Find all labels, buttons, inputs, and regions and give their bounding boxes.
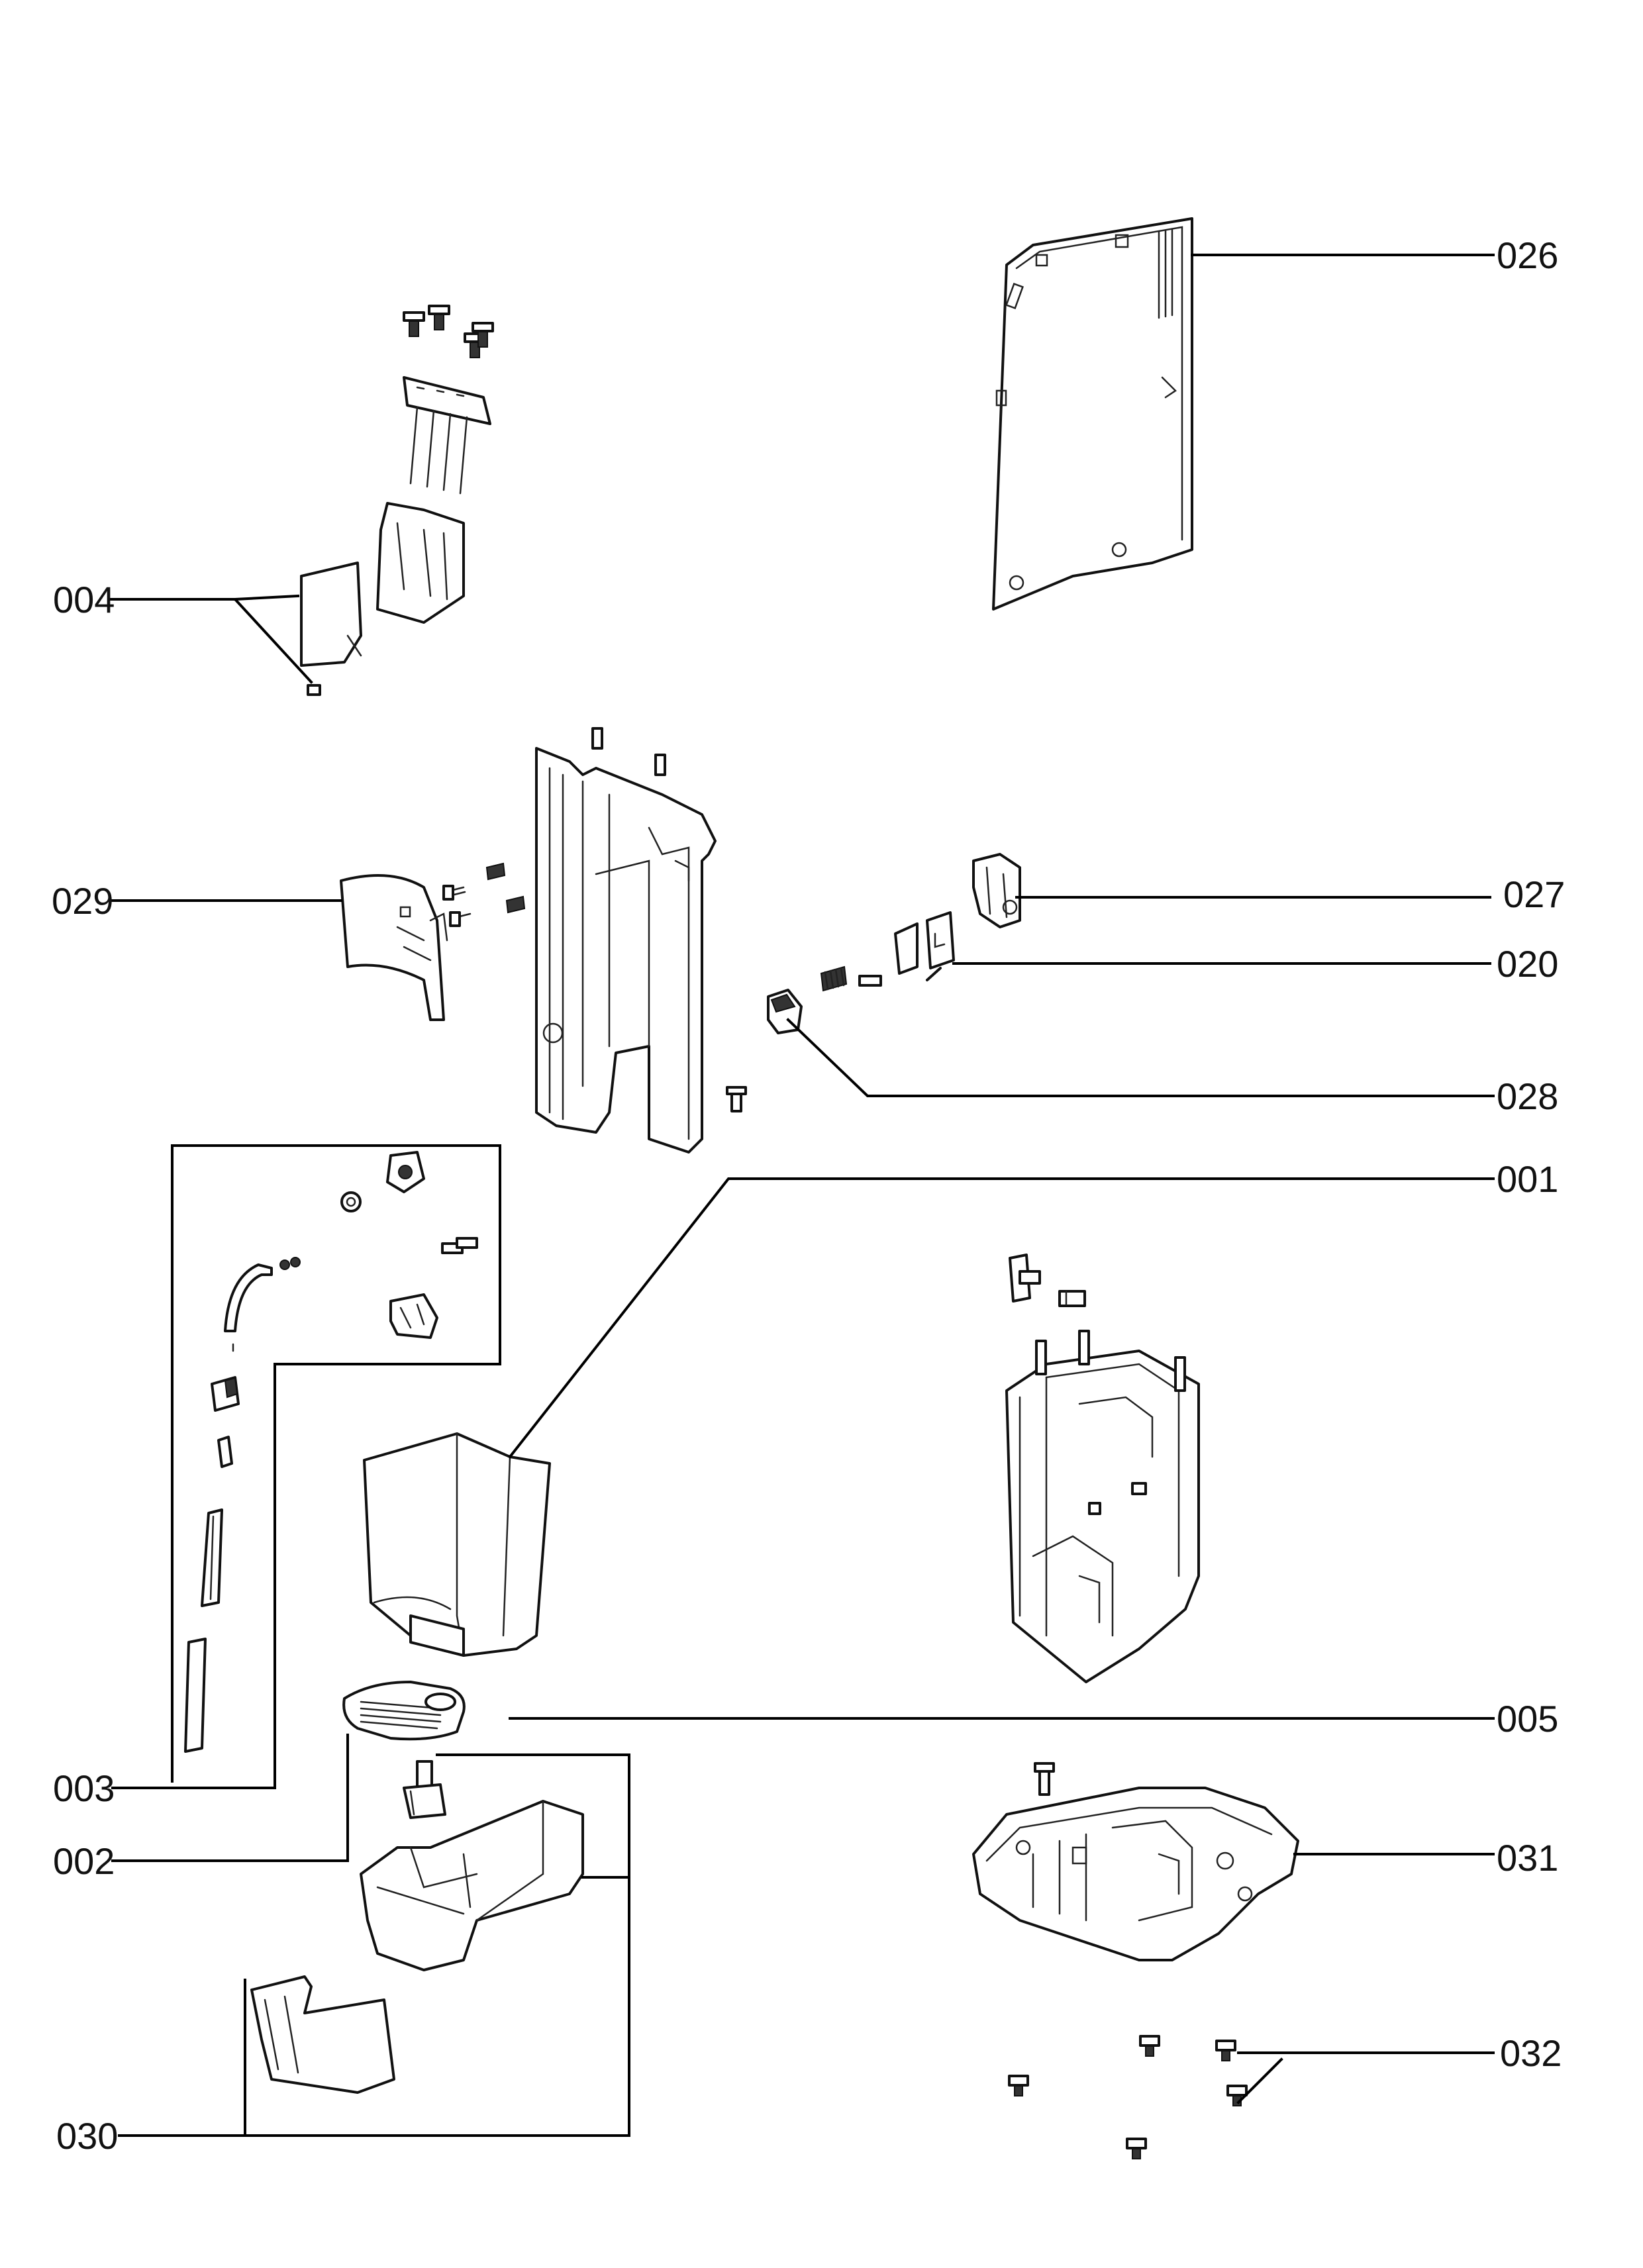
plate-020 — [894, 911, 955, 981]
chassis-frame — [1005, 1254, 1200, 1683]
base-031 — [972, 1762, 1299, 1961]
callout-031: 031 — [1497, 1837, 1558, 1879]
callout-026: 026 — [1497, 234, 1558, 276]
drip-tray-030 — [250, 1800, 584, 2094]
feet-screws-032 — [1008, 2035, 1248, 2159]
callout-003: 003 — [53, 1767, 115, 1809]
valve-005 — [403, 1760, 446, 1819]
callout-002: 002 — [53, 1840, 115, 1882]
callout-030: 030 — [56, 2115, 118, 2157]
latch-027 — [972, 853, 1021, 928]
screw-icon — [472, 322, 494, 348]
curved-bracket-029 — [340, 874, 448, 1021]
connector-assembly-004 — [300, 305, 494, 696]
callout-029: 029 — [52, 880, 113, 922]
callout-032: 032 — [1500, 2032, 1562, 2074]
drip-grill-002 — [342, 1681, 466, 1741]
callout-004: 004 — [53, 579, 115, 620]
hose-assembly-003 — [171, 1144, 501, 1789]
callout-027: 027 — [1503, 873, 1565, 915]
side-panel-026 — [992, 217, 1193, 611]
screw-icon — [428, 305, 450, 330]
callout-001: 001 — [1497, 1158, 1558, 1200]
callout-005: 005 — [1497, 1698, 1558, 1740]
screw-icon — [1126, 2138, 1147, 2159]
water-tank-001 — [363, 1432, 551, 1657]
screw-icon — [1139, 2035, 1160, 2057]
screw-icon — [1215, 2040, 1236, 2061]
screw-icon — [1008, 2075, 1029, 2096]
springs-pins — [442, 862, 526, 927]
callout-labels: 026 004 029 027 020 028 001 005 003 002 … — [52, 234, 1565, 2157]
screw-icon — [403, 311, 425, 337]
spring-screw — [820, 965, 882, 992]
leader-lines — [108, 254, 1495, 2137]
callout-020: 020 — [1497, 943, 1558, 985]
callout-028: 028 — [1497, 1075, 1558, 1117]
central-frame — [535, 727, 747, 1154]
